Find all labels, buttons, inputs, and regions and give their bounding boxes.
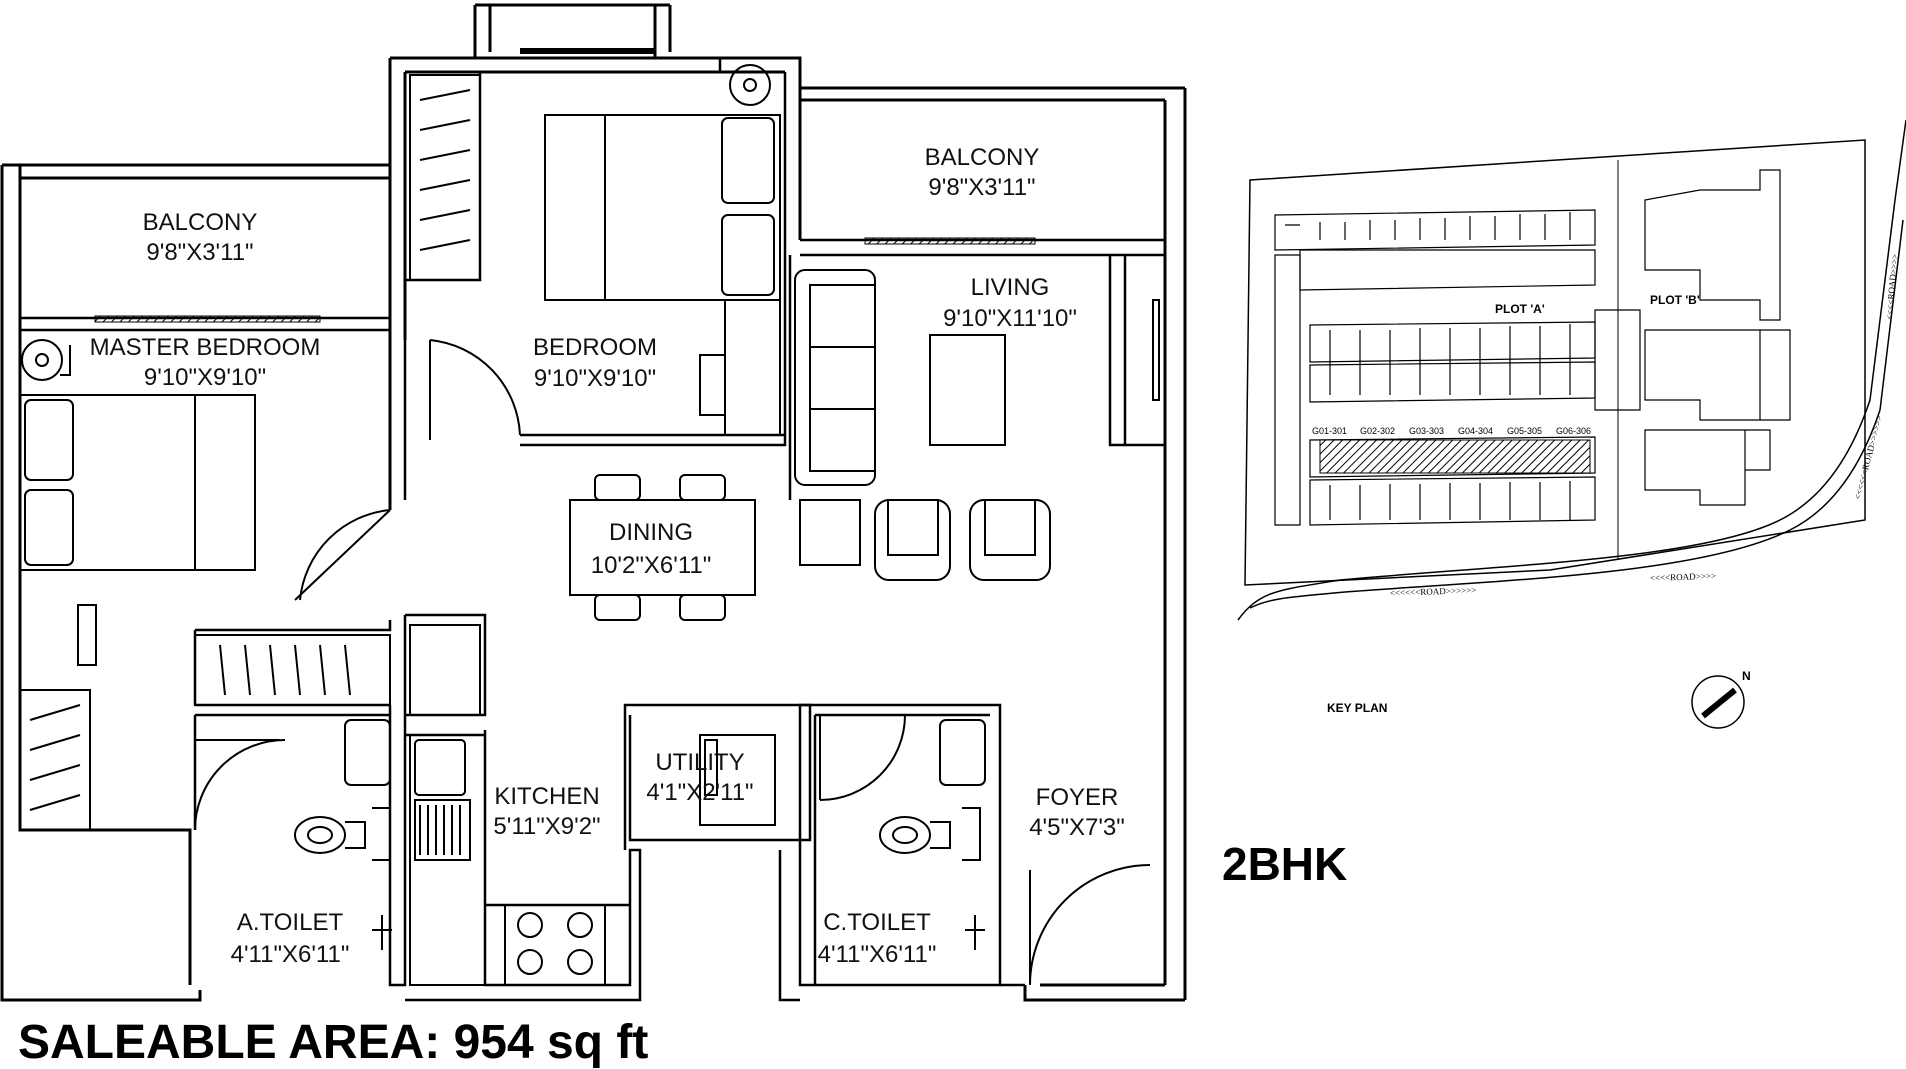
balcony-right-size: 9'8"X3'11": [928, 174, 1035, 201]
wardrobes: [19, 74, 481, 831]
living-size: 9'10"X11'10": [943, 305, 1077, 332]
plot-a-label: PLOT 'A': [1495, 302, 1545, 316]
a-toilet-name: A.TOILET: [237, 909, 344, 936]
c-toilet-size: 4'11"X6'11": [818, 941, 937, 968]
master-bedroom-name: MASTER BEDROOM: [90, 334, 321, 361]
north-label: N: [1742, 669, 1751, 683]
key-plan: PLOT 'A' PLOT 'B' G01-301 G02-302 G03-30…: [1237, 119, 1906, 729]
toilet-fittings: [294, 719, 986, 950]
road-label-bottom-left: <<<<<<ROAD>>>>>>: [1390, 585, 1477, 598]
door-swings: [194, 339, 1151, 986]
foyer-size: 4'5"X7'3": [1029, 814, 1125, 841]
road-outer: [1237, 119, 1906, 621]
dining-table: [569, 474, 756, 621]
dining-size: 10'2"X6'11": [591, 552, 712, 579]
unit-code-3: G03-303: [1409, 426, 1444, 436]
bedroom-bed: [544, 64, 781, 436]
balcony-left-size: 9'8"X3'11": [146, 239, 253, 266]
saleable-area: SALEABLE AREA: 954 sq ft: [18, 1016, 648, 1069]
kitchen-name: KITCHEN: [494, 783, 599, 810]
utility-size: 4'1"X2'11": [646, 779, 753, 806]
dining-name: DINING: [609, 519, 693, 546]
living-name: LIVING: [971, 274, 1050, 301]
a-toilet-size: 4'11"X6'11": [231, 941, 350, 968]
living-furniture: [794, 269, 1160, 581]
c-toilet-name: C.TOILET: [823, 909, 931, 936]
plot-a-buildings: [1274, 209, 1641, 526]
room-labels: BALCONY 9'8"X3'11" BALCONY 9'8"X3'11" MA…: [90, 144, 1125, 968]
road-label-bottom-right: <<<<ROAD>>>>: [1650, 571, 1716, 583]
north-arrow-icon: N: [1691, 669, 1751, 729]
kitchen-size: 5'11"X9'2": [493, 813, 600, 840]
balcony-right-name: BALCONY: [925, 144, 1040, 171]
utility-name: UTILITY: [655, 749, 744, 776]
road-label-right-lower: <<<<<<ROAD>>>>>>: [1852, 414, 1884, 500]
plot-b-label: PLOT 'B': [1650, 293, 1700, 307]
unit-code-labels: G01-301 G02-302 G03-303 G04-304 G05-305 …: [1312, 426, 1591, 436]
plot-b-buildings: [1644, 169, 1791, 506]
road-inner: [1249, 219, 1904, 609]
unit-code-1: G01-301: [1312, 426, 1347, 436]
foyer-name: FOYER: [1036, 784, 1119, 811]
balcony-left-name: BALCONY: [143, 209, 258, 236]
interior-walls: [20, 58, 1165, 1002]
unit-code-4: G04-304: [1458, 426, 1493, 436]
master-bedroom-size: 9'10"X9'10": [144, 364, 266, 391]
key-plan-site-boundary: [1244, 139, 1866, 586]
unit-code-2: G02-302: [1360, 426, 1395, 436]
kitchen-fittings: [409, 624, 776, 986]
key-plan-label: KEY PLAN: [1327, 701, 1387, 715]
master-bed: [19, 339, 256, 666]
unit-code-5: G05-305: [1507, 426, 1542, 436]
bedroom-name: BEDROOM: [533, 334, 657, 361]
highlighted-units-strip: [1319, 439, 1591, 474]
unit-code-6: G06-306: [1556, 426, 1591, 436]
bedroom-size: 9'10"X9'10": [534, 365, 656, 392]
unit-type-title: 2BHK: [1222, 838, 1347, 890]
